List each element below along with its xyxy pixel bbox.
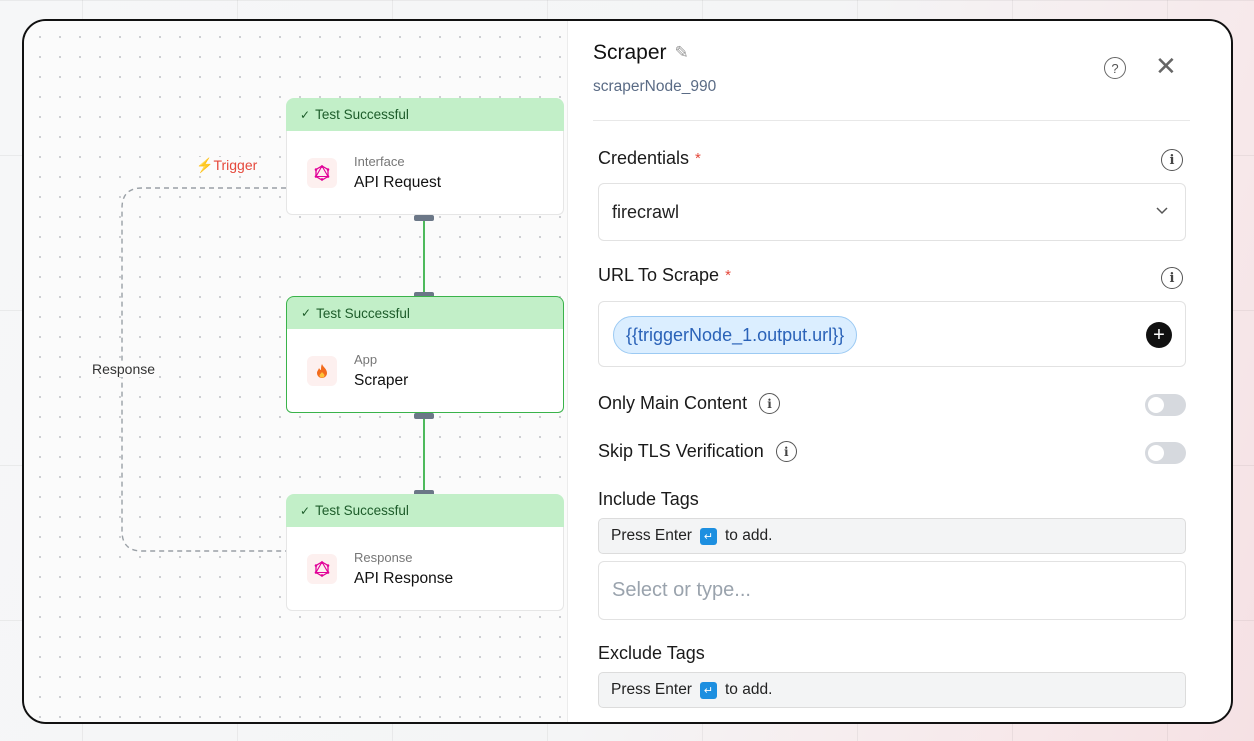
node-api-request[interactable]: ✓ Test Successful Interface API Request [286, 98, 564, 215]
node-status-bar: ✓ Test Successful [286, 98, 564, 131]
app-frame: ⚡Trigger Response ✓ Test Successful Inte… [22, 19, 1233, 724]
credentials-label-text: Credentials [598, 148, 690, 168]
check-icon: ✓ [300, 107, 311, 122]
exclude-tags-label: Exclude Tags [598, 643, 705, 663]
node-status-bar: ✓ Test Successful [286, 296, 564, 329]
skip-tls-label: Skip TLS Verification i [598, 441, 797, 462]
panel-node-id: scraperNode_990 [593, 78, 717, 95]
node-input-handle[interactable] [414, 490, 434, 496]
hint-text: Press Enter [611, 527, 692, 544]
node-name: Scraper [354, 371, 409, 389]
help-icon[interactable]: ? [1104, 57, 1126, 79]
node-status-text: Test Successful [315, 503, 409, 518]
include-tags-hint: Press Enter ↵ to add. [598, 518, 1186, 554]
add-variable-button[interactable]: + [1146, 322, 1172, 348]
url-label-text: URL To Scrape [598, 265, 720, 285]
node-kind: Response [354, 549, 413, 565]
required-marker: * [725, 267, 731, 284]
include-tags-input[interactable] [598, 561, 1186, 620]
variable-chip[interactable]: {{triggerNode_1.output.url}} [613, 316, 858, 354]
url-input[interactable]: {{triggerNode_1.output.url}} + [598, 301, 1186, 367]
node-output-handle[interactable] [414, 413, 434, 419]
credentials-value: firecrawl [612, 201, 680, 222]
firecrawl-flame-icon [307, 355, 337, 386]
check-icon: ✓ [301, 306, 312, 320]
panel-title-text: Scraper [593, 41, 667, 64]
node-scraper[interactable]: ✓ Test Successful App Scraper [286, 296, 564, 413]
hint-text: to add. [724, 681, 773, 698]
node-body: App Scraper [286, 329, 564, 413]
enter-key-icon: ↵ [699, 527, 717, 545]
node-body: Response API Response [286, 527, 564, 611]
node-name: API Request [354, 173, 442, 191]
required-marker: * [695, 150, 701, 167]
only-main-content-text: Only Main Content [598, 393, 748, 413]
graphql-icon [307, 157, 337, 188]
node-api-response[interactable]: ✓ Test Successful Response API Response [286, 494, 564, 611]
node-status-bar: ✓ Test Successful [286, 494, 564, 527]
exclude-tags-hint: Press Enter ↵ to add. [598, 672, 1186, 708]
info-icon[interactable]: i [759, 393, 781, 414]
plus-icon: + [1153, 324, 1165, 346]
only-main-content-label: Only Main Content i [598, 393, 781, 414]
include-tags-label: Include Tags [598, 489, 699, 509]
node-kind: App [354, 351, 378, 367]
panel-title: Scraper ✎ [593, 41, 689, 65]
node-status-text: Test Successful [315, 107, 409, 122]
node-status-text: Test Successful [316, 305, 410, 321]
node-kind: Interface [354, 153, 405, 169]
pencil-icon[interactable]: ✎ [674, 43, 689, 62]
close-icon[interactable]: ✕ [1155, 51, 1177, 81]
hint-text: Press Enter [611, 681, 692, 698]
node-name: API Response [354, 569, 454, 587]
credentials-label: Credentials * [598, 148, 701, 169]
enter-key-icon: ↵ [699, 681, 717, 699]
credentials-info-icon[interactable]: i [1161, 149, 1183, 171]
node-config-panel: Scraper ✎ scraperNode_990 ? ✕ Credential… [567, 21, 1231, 722]
lightning-icon: ⚡ [196, 157, 214, 173]
url-label: URL To Scrape * [598, 265, 731, 286]
check-icon: ✓ [300, 503, 311, 518]
info-icon[interactable]: i [775, 441, 797, 462]
url-info-icon[interactable]: i [1161, 267, 1183, 289]
only-main-content-toggle[interactable] [1145, 394, 1186, 416]
hint-text: to add. [724, 527, 773, 544]
graphql-icon [307, 553, 337, 584]
panel-divider [593, 120, 1190, 121]
trigger-edge-label: ⚡Trigger [196, 157, 258, 174]
workflow-canvas[interactable]: ⚡Trigger Response ✓ Test Successful Inte… [24, 21, 567, 722]
response-edge-label: Response [90, 361, 158, 377]
skip-tls-text: Skip TLS Verification [598, 441, 764, 461]
credentials-select[interactable]: firecrawl [598, 183, 1186, 241]
node-body: Interface API Request [286, 131, 564, 215]
node-output-handle[interactable] [414, 215, 434, 221]
node-input-handle[interactable] [414, 292, 434, 298]
chevron-down-icon [1155, 202, 1169, 218]
skip-tls-toggle[interactable] [1145, 442, 1186, 464]
